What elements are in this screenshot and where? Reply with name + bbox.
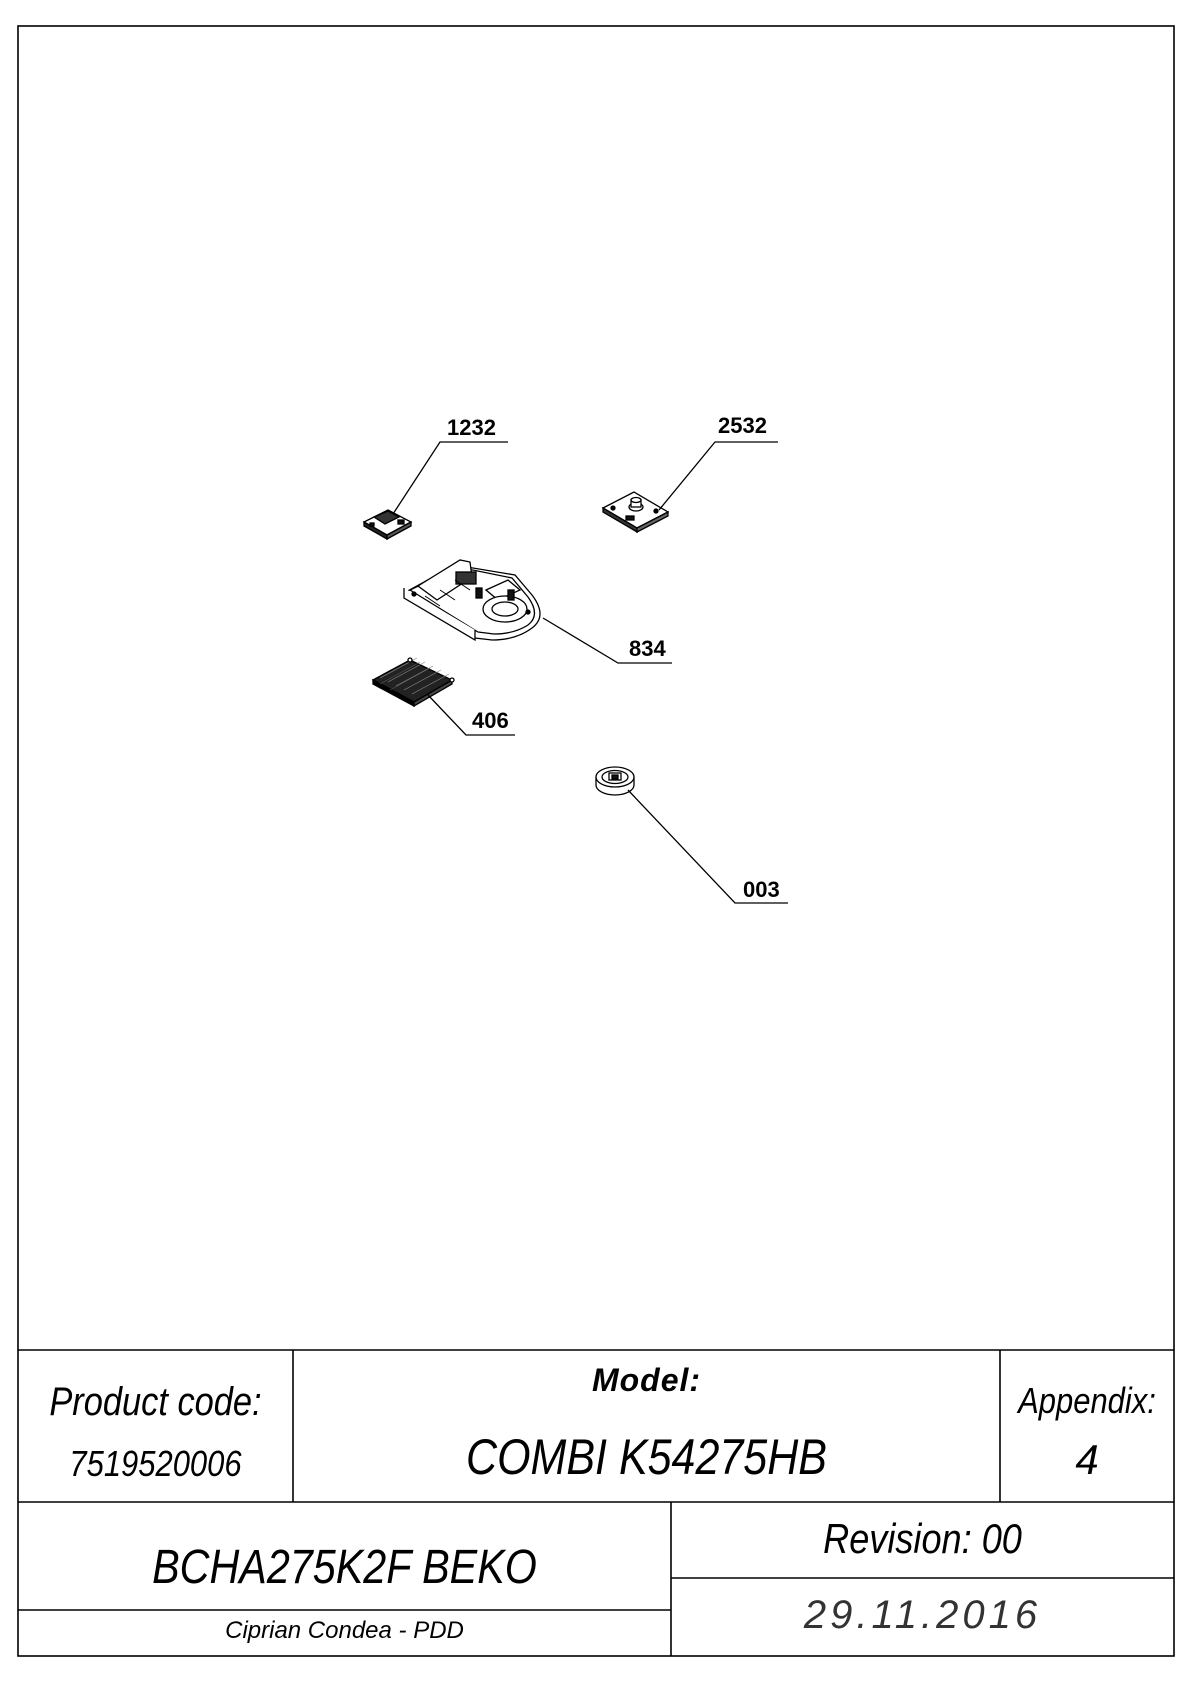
title-block-grid <box>18 1349 1174 1656</box>
part-label-003: 003 <box>743 877 780 902</box>
leader-line-2532 <box>658 441 778 511</box>
product-code-label: Product code: <box>49 1380 262 1424</box>
part-label-406: 406 <box>472 708 509 733</box>
author: Ciprian Condea - PDD <box>225 1617 464 1644</box>
leader-line-834 <box>542 617 672 664</box>
circuit-board-icon <box>362 509 413 541</box>
leader-line-1232 <box>392 441 508 515</box>
circuit-board-icon <box>601 491 670 534</box>
part-003: 003 <box>595 766 788 904</box>
appendix-label: Appendix: <box>1018 1380 1156 1421</box>
part-label-2532: 2532 <box>718 413 767 438</box>
filter-grille-icon <box>371 657 455 708</box>
part-label-834: 834 <box>629 636 666 661</box>
part-1232: 1232 <box>362 415 508 541</box>
cap-icon <box>595 766 635 796</box>
product-code-value: 7519520006 <box>69 1443 242 1484</box>
sheet-border <box>17 25 1175 1657</box>
part-2532: 2532 <box>601 413 778 534</box>
model-value: COMBI K54275HB <box>466 1429 827 1485</box>
part-834: 834 <box>403 559 672 664</box>
drawing-name: BCHA275K2F BEKO <box>152 1541 537 1594</box>
date: 29.11.2016 <box>803 1593 1042 1637</box>
revision: Revision: 00 <box>823 1515 1022 1562</box>
leader-line-003 <box>627 789 788 904</box>
lamp-housing-icon <box>403 559 541 642</box>
part-label-1232: 1232 <box>447 415 496 440</box>
appendix-value: 4 <box>1075 1436 1099 1483</box>
leader-line-406 <box>427 694 515 736</box>
part-406: 406 <box>371 657 515 736</box>
model-label: Model: <box>591 1362 702 1398</box>
